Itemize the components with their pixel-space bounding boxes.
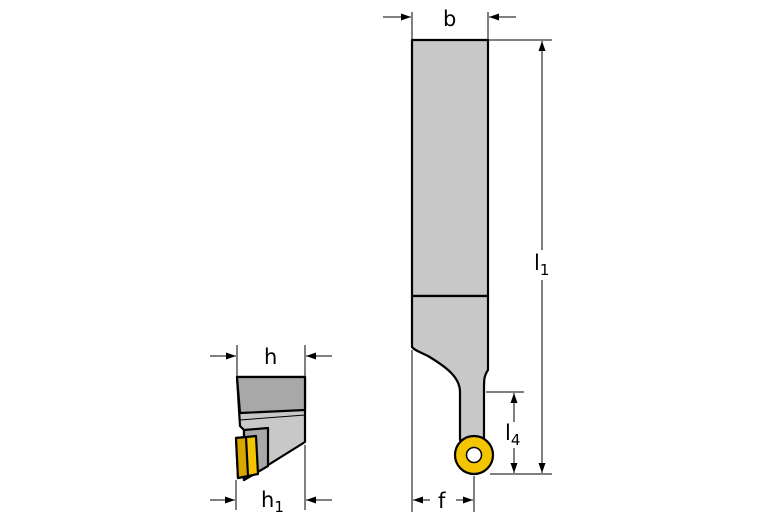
dim-h1-label: h1 — [261, 488, 284, 516]
top-view: b l1 l4 f — [383, 7, 552, 513]
dim-h-label: h — [264, 345, 277, 369]
dim-l1-label: l1 — [534, 251, 549, 279]
front-view-groove — [239, 414, 306, 421]
top-view-shank — [410, 38, 490, 298]
top-view-head — [410, 294, 490, 442]
top-view-insert-hole — [465, 446, 483, 464]
front-view: h h1 — [210, 345, 332, 516]
dim-l4-label: l4 — [505, 421, 520, 449]
front-view-top-face — [235, 375, 307, 415]
dim-f-label: f — [438, 489, 446, 513]
front-view-insert-chamfer — [234, 435, 250, 480]
dim-b-label: b — [443, 7, 456, 31]
